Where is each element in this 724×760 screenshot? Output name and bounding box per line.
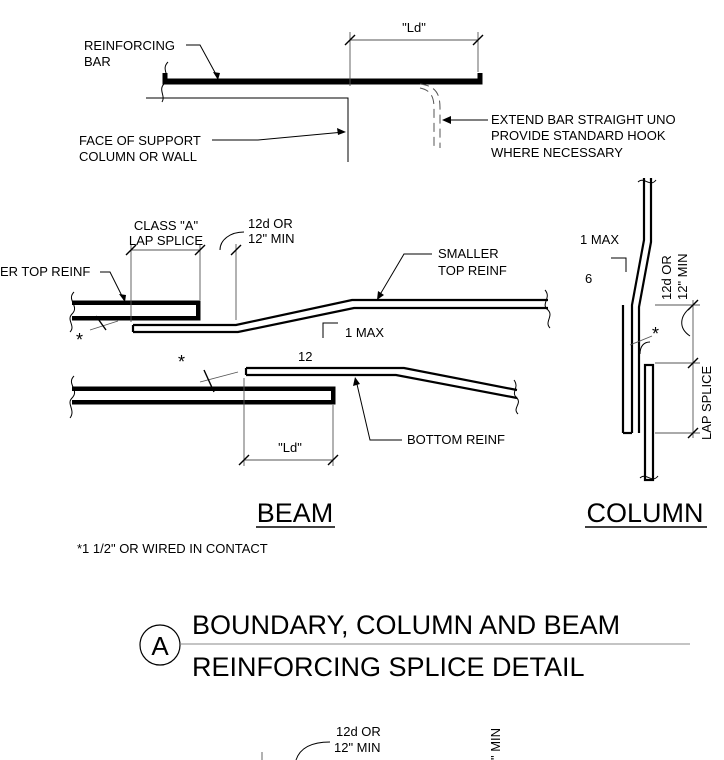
beam-one-max-label: 1 MAX — [345, 325, 384, 340]
dim-tick — [687, 357, 699, 369]
twelve-d-label-1: 12d OR — [248, 216, 293, 231]
bottom-reinf-upper-top — [246, 366, 518, 392]
smaller-top-label-1: SMALLER — [438, 246, 499, 261]
beam-twelve-label: 12 — [298, 349, 312, 364]
ld-tick-right — [472, 34, 484, 46]
clearance-line — [199, 371, 239, 383]
title-line-1: BOUNDARY, COLUMN AND BEAM — [192, 610, 620, 640]
support-face-line — [146, 97, 349, 162]
column-upper-bar-right — [637, 178, 653, 433]
break-mark — [69, 375, 76, 419]
larger-top-reinf-bar — [72, 300, 201, 321]
beam-section-label: BEAM — [257, 498, 334, 528]
column-lower-bar — [643, 363, 655, 482]
dim-tick — [327, 454, 339, 466]
column-upper-bar-left — [630, 178, 646, 433]
face-of-support-label-2: COLUMN OR WALL — [79, 149, 197, 164]
title-line-2: REINFORCING SPLICE DETAIL — [192, 652, 585, 682]
clearance-line — [629, 335, 653, 346]
bottom-reinf-upper-bottom — [246, 373, 518, 400]
bar-fill — [72, 391, 331, 400]
standard-hook-outer — [419, 83, 441, 148]
next-detail-partial: 12d OR 12" MIN " MIN — [261, 724, 503, 760]
clearance-tick — [95, 315, 107, 331]
beam-asterisk-top: * — [76, 330, 83, 350]
break-mark — [637, 179, 657, 184]
footnote: *1 1/2" OR WIRED IN CONTACT — [77, 541, 268, 556]
standard-hook-inner — [419, 87, 435, 148]
beam-ld-label: "Ld" — [278, 440, 302, 455]
column-twelve-d-label-2: 12" MIN — [675, 253, 690, 300]
extend-bar-label-2: PROVIDE STANDARD HOOK — [491, 128, 666, 143]
leader-arrow — [337, 128, 346, 135]
clearance-leader — [639, 341, 651, 355]
bar-fill — [72, 305, 196, 316]
dim-tick — [687, 427, 699, 439]
leader-arrow — [353, 377, 360, 386]
one-max-marker — [611, 257, 627, 272]
detail-marker-circle — [139, 624, 181, 666]
twelve-d-leader — [681, 307, 691, 337]
leader-arrow — [377, 291, 384, 300]
larger-top-leader — [100, 271, 125, 301]
column-section-label: COLUMN — [586, 498, 703, 528]
column-one-max-label: 1 MAX — [580, 232, 619, 247]
class-a-label-2: LAP SPLICE — [129, 233, 204, 248]
smaller-top-leader — [377, 253, 432, 299]
leader-arrow — [213, 72, 220, 80]
bottom-reinf-leader — [355, 379, 402, 441]
partial-twelve-d-label-1: 12d OR — [336, 724, 381, 739]
break-mark — [161, 61, 169, 103]
break-mark — [69, 291, 76, 333]
leader-arrow — [442, 116, 451, 124]
bottom-reinf-lower — [72, 386, 336, 405]
leader-arrow — [119, 294, 126, 302]
face-of-support-leader — [212, 131, 345, 141]
break-mark — [513, 379, 519, 415]
reinforcing-bar — [162, 73, 483, 85]
column-twelve-d-label-1: 12d OR — [659, 255, 674, 300]
detail-title-block: A BOUNDARY, COLUMN AND BEAM REINFORCING … — [139, 610, 690, 682]
dim-tick — [687, 299, 699, 311]
extend-bar-label-1: EXTEND BAR STRAIGHT UNO — [491, 112, 676, 127]
class-a-label-1: CLASS "A" — [134, 218, 199, 233]
clearance-line — [89, 320, 119, 331]
dim-tick — [125, 244, 137, 256]
one-max-marker — [322, 322, 338, 338]
larger-top-reinf-label: ER TOP REINF — [0, 264, 90, 279]
dim-tick — [230, 244, 242, 256]
beam-splice-detail: CLASS "A" LAP SPLICE 12d OR 12" MIN ER T… — [0, 216, 551, 528]
break-mark — [639, 475, 659, 480]
extend-bar-label-3: WHERE NECESSARY — [491, 145, 623, 160]
detail-marker-letter: A — [151, 631, 169, 661]
reinforcing-bar-leader — [186, 44, 219, 79]
ld-tick-left — [344, 34, 356, 46]
face-of-support-label-1: FACE OF SUPPORT — [79, 133, 201, 148]
bottom-reinf-label: BOTTOM REINF — [407, 432, 505, 447]
ld-label-top: "Ld" — [402, 20, 426, 35]
column-asterisk: * — [652, 324, 659, 344]
dim-tick — [238, 454, 250, 466]
top-anchorage-detail: "Ld" REINFORCING BAR FACE OF SUPPORT COL… — [79, 20, 676, 164]
twelve-d-leader — [219, 231, 245, 251]
clearance-tick — [203, 369, 215, 393]
twelve-d-label-2: 12" MIN — [248, 231, 295, 246]
dim-tick — [194, 244, 206, 256]
reinforcing-bar-label-1: REINFORCING — [84, 38, 175, 53]
partial-twelve-d-label-2: 12" MIN — [334, 740, 381, 755]
break-mark — [544, 289, 551, 329]
smaller-top-label-2: TOP REINF — [438, 263, 507, 278]
column-splice-detail: 1 MAX 6 12d OR 12" MIN * LAP SPLICE COLU… — [580, 178, 714, 528]
column-six-label: 6 — [585, 271, 592, 286]
beam-asterisk-bottom: * — [178, 352, 185, 372]
smaller-top-reinf-bar-bottom — [133, 306, 548, 334]
partial-min-label: " MIN — [488, 728, 503, 760]
smaller-top-reinf-bar-top — [133, 298, 548, 327]
partial-leader — [295, 741, 331, 760]
reinforcing-bar-label-2: BAR — [84, 54, 111, 69]
column-lap-splice-label: LAP SPLICE — [699, 365, 714, 440]
